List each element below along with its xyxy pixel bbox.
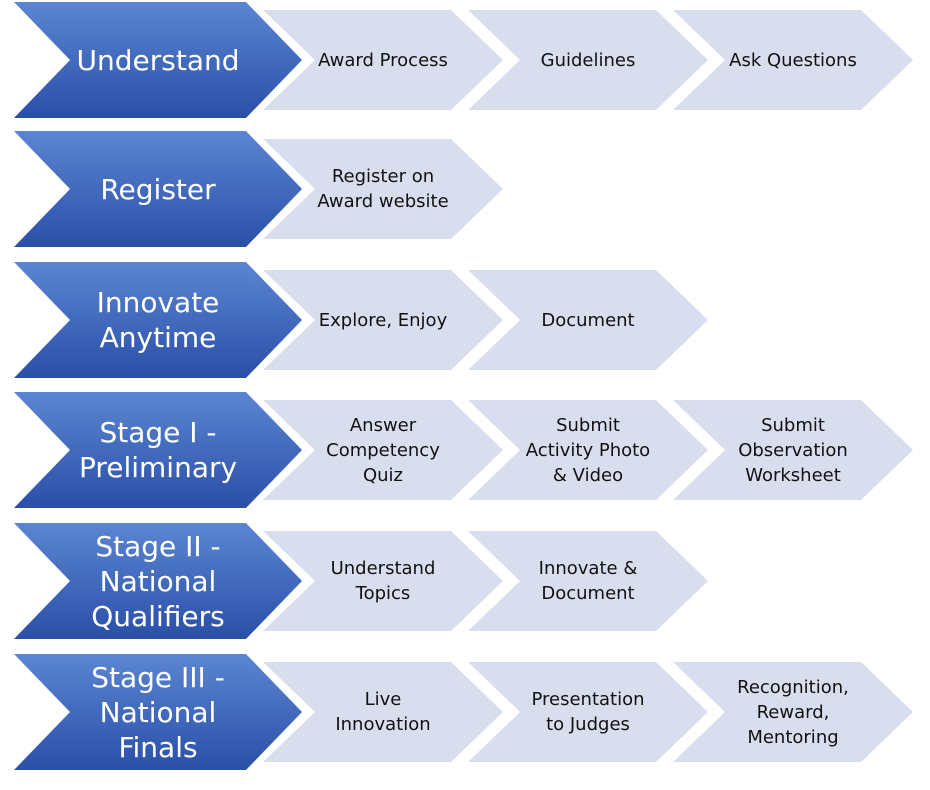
task-label: Award Process xyxy=(318,49,448,71)
stage-label: Stage I - Preliminary xyxy=(78,416,238,484)
task-label: Submit Observation Worksheet xyxy=(738,414,848,486)
row-shapes xyxy=(14,523,708,639)
stage-chevron xyxy=(14,523,302,639)
task-chevron xyxy=(263,400,503,500)
stage-label: Stage II - National Qualifiers xyxy=(91,529,225,633)
task-label: Live Innovation xyxy=(335,689,431,735)
task-label: Understand Topics xyxy=(330,558,436,604)
process-row: Stage III - National Finals Live Innovati… xyxy=(0,654,930,770)
stage-chevron xyxy=(14,654,302,770)
task-chevron xyxy=(468,270,708,370)
stage-label: Stage III - National Finals xyxy=(91,660,225,764)
task-chevron xyxy=(468,10,708,110)
task-label: Explore, Enjoy xyxy=(318,309,448,331)
task-chevron xyxy=(468,400,708,500)
process-row: Stage II - National Qualifiers Understand… xyxy=(0,523,930,639)
task-label: Answer Competency Quiz xyxy=(326,414,440,486)
process-row: Stage I - Preliminary Answer Competency Q… xyxy=(0,392,930,508)
task-label: Ask Questions xyxy=(729,49,857,71)
task-chevron xyxy=(263,10,503,110)
task-label: Submit Activity Photo & Video xyxy=(525,414,651,486)
task-label: Document xyxy=(541,309,635,331)
task-chevron xyxy=(673,662,913,762)
process-row: Innovate Anytime Explore, Enjoy Document xyxy=(0,262,930,378)
row-shapes xyxy=(14,654,913,770)
task-chevron xyxy=(673,400,913,500)
task-label: Innovate & Document xyxy=(538,558,638,604)
task-label: Register on Award website xyxy=(317,166,449,212)
stage-chevron xyxy=(14,131,302,247)
row-shapes xyxy=(14,131,503,247)
task-chevron xyxy=(263,139,503,239)
stage-label: Understand xyxy=(76,43,240,77)
row-shapes xyxy=(14,262,708,378)
process-row: Understand Award Process Guidelines Ask Que… xyxy=(0,2,930,118)
stage-label: Register xyxy=(100,172,216,206)
task-chevron xyxy=(468,662,708,762)
task-chevron xyxy=(673,10,913,110)
process-row: Register Register on Award website xyxy=(0,131,930,247)
task-label: Presentation to Judges xyxy=(531,689,645,735)
task-label: Guidelines xyxy=(540,49,636,71)
row-shapes xyxy=(14,392,913,508)
task-chevron xyxy=(468,531,708,631)
stage-label: Innovate Anytime xyxy=(96,286,220,354)
stage-chevron xyxy=(14,392,302,508)
task-chevron xyxy=(263,662,503,762)
task-chevron xyxy=(263,270,503,370)
row-shapes xyxy=(14,2,913,118)
task-chevron xyxy=(263,531,503,631)
stage-chevron xyxy=(14,2,302,118)
task-label: Recognition, Reward, Mentoring xyxy=(737,676,849,748)
stage-chevron xyxy=(14,262,302,378)
